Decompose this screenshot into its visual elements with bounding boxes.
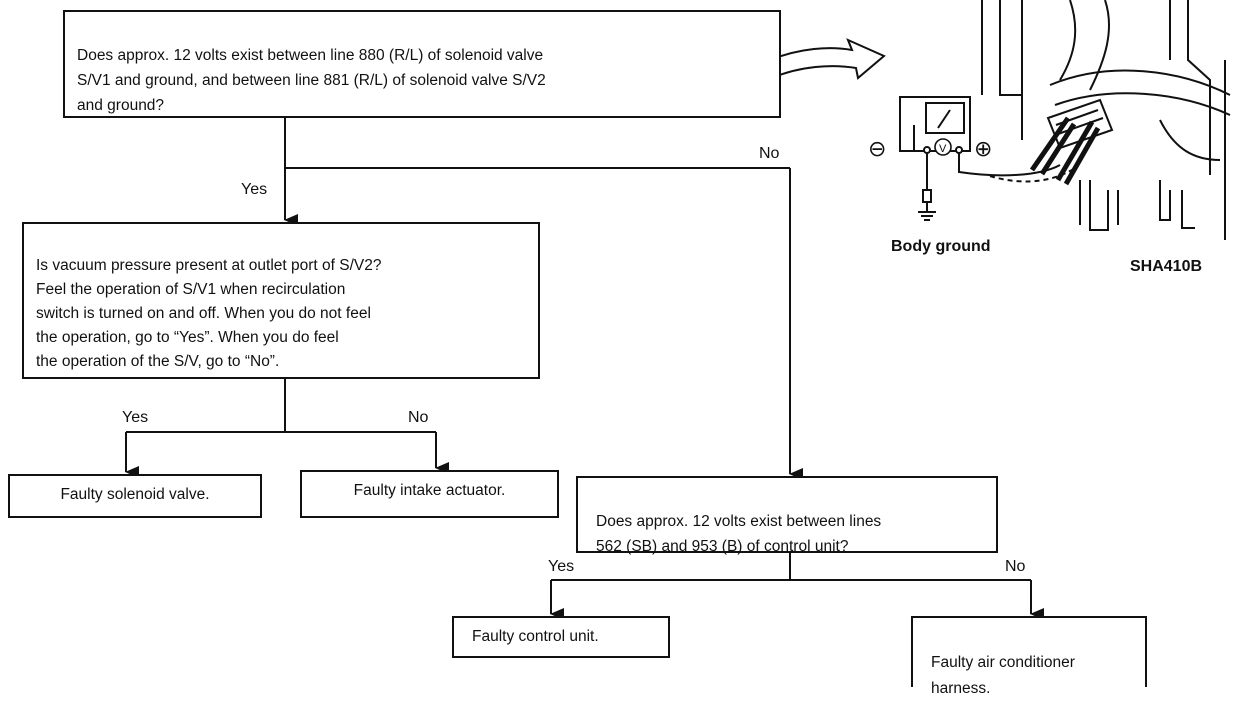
label-yes-q3: Yes	[548, 558, 575, 575]
label-yes-q1: Yes	[241, 181, 268, 198]
question-1-text: Does approx. 12 volts exist between line…	[77, 47, 546, 114]
hollow-arrow-icon	[768, 38, 886, 80]
negative-terminal-icon: ⊖	[868, 137, 886, 162]
question-3-text: Does approx. 12 volts exist between line…	[596, 513, 882, 555]
label-no-q3: No	[1005, 558, 1026, 575]
question-2-text: Is vacuum pressure present at outlet por…	[36, 257, 382, 370]
label-yes-q2: Yes	[122, 409, 149, 426]
result-faulty-control-unit: Faulty control unit.	[452, 616, 670, 658]
flowchart-connectors	[125, 38, 1044, 620]
question-box-vacuum: Is vacuum pressure present at outlet por…	[22, 222, 540, 379]
question-box-voltage-solenoid: Does approx. 12 volts exist between line…	[63, 10, 781, 118]
result-faulty-intake-actuator: Faulty intake actuator.	[300, 470, 559, 518]
label-no-q2: No	[408, 409, 429, 426]
positive-terminal-icon: ⊕	[974, 137, 992, 162]
result-faulty-harness: Faulty air conditioner harness.	[911, 616, 1147, 697]
result-actuator-text: Faulty intake actuator.	[353, 482, 506, 499]
figure-code-label: SHA410B	[1130, 258, 1203, 275]
result-faulty-solenoid-valve: Faulty solenoid valve.	[8, 474, 262, 518]
result-solenoid-text: Faulty solenoid valve.	[60, 486, 210, 503]
voltmeter-v-icon: V	[939, 143, 947, 155]
result-harness-text: Faulty air conditioner harness.	[931, 654, 1075, 697]
body-ground-label: Body ground	[891, 238, 991, 255]
result-control-text: Faulty control unit.	[472, 628, 599, 645]
question-box-control-unit: Does approx. 12 volts exist between line…	[576, 476, 998, 555]
voltmeter-measurement-illustration: ⊖ V ⊕	[868, 0, 1231, 240]
label-no-q1: No	[759, 145, 780, 162]
